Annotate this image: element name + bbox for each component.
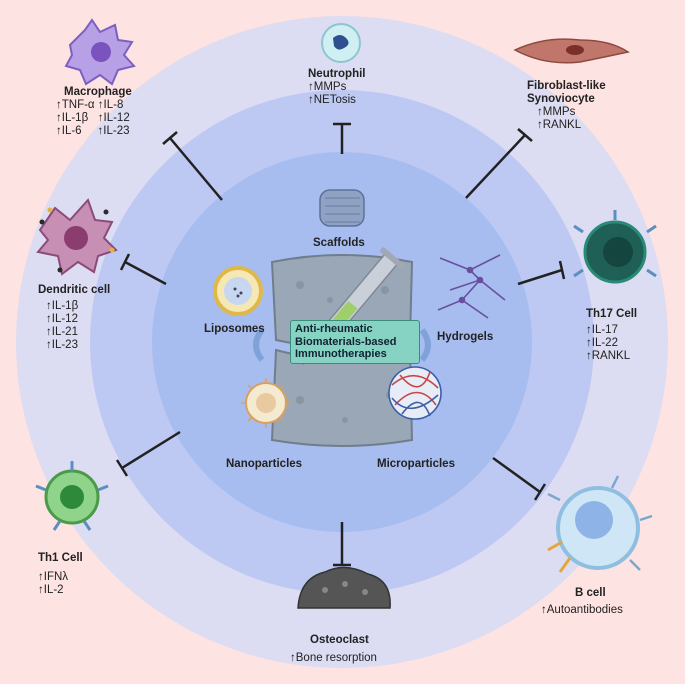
bcell-block: B cell ↑Autoantibodies [541, 587, 623, 617]
osteoclast-block: Osteoclast ↑Bone resorption [290, 634, 377, 665]
dendritic-row-3: ↑IL-21 [46, 326, 78, 338]
th17-row-1: ↑IL-17 [586, 324, 618, 336]
center-title: Anti-rheumatic Biomaterials-based Immuno… [290, 320, 420, 364]
bcell-name: B cell [575, 587, 606, 599]
th1-row-1: ↑IFNλ [38, 571, 69, 583]
th17-name: Th17 Cell [586, 308, 638, 320]
hydrogels-label: Hydrogels [437, 331, 494, 343]
fibroblast-row-1: ↑MMPs [537, 106, 576, 118]
inhibition-connectors [115, 122, 566, 567]
hydrogel-illustration [437, 254, 506, 319]
fibroblast-block: Fibroblast-like Synoviocyte ↑MMPs ↑RANKL [527, 80, 606, 132]
th1-block: Th1 Cell ↑IFNλ ↑IL-2 [38, 552, 83, 597]
th17-row-2: ↑IL-22 [586, 337, 618, 349]
macrophage-row-3: ↑IL-6 ↑IL-23 [56, 125, 130, 137]
th17-cell-icon [573, 210, 657, 284]
macrophage-row-2: ↑IL-1β ↑IL-12 [56, 112, 130, 124]
fibroblast-icon [513, 38, 630, 64]
microparticles-label: Microparticles [377, 458, 455, 470]
dendritic-row-1: ↑IL-1β [46, 300, 79, 312]
th17-block: Th17 Cell ↑IL-17 ↑IL-22 ↑RANKL [586, 308, 637, 363]
macrophage-name: Macrophage [64, 86, 132, 98]
scaffolds-label: Scaffolds [313, 237, 365, 249]
nanoparticle-illustration [241, 378, 291, 428]
osteoclast-name: Osteoclast [310, 634, 369, 646]
macrophage-icon [64, 18, 136, 86]
bcell-icon [547, 475, 653, 573]
neutrophil-icon [321, 23, 361, 63]
dendritic-row-2: ↑IL-12 [46, 313, 78, 325]
center-title-line-1: Anti-rheumatic [295, 323, 373, 335]
center-title-line-3: Immunotherapies [295, 348, 387, 360]
macrophage-row-1: ↑TNF-α ↑IL-8 [56, 99, 124, 111]
dendritic-cell-icon [36, 198, 118, 276]
dendritic-name: Dendritic cell [38, 284, 111, 296]
th1-cell-icon [35, 461, 109, 531]
fibroblast-name-line-2: Synoviocyte [527, 93, 595, 105]
neutrophil-row-2: ↑NETosis [308, 94, 356, 106]
neutrophil-block: Neutrophil ↑MMPs ↑NETosis [308, 68, 366, 107]
microparticle-illustration [388, 366, 442, 420]
th17-row-3: ↑RANKL [586, 350, 631, 362]
nanoparticles-label: Nanoparticles [226, 458, 303, 470]
neutrophil-row-1: ↑MMPs [308, 81, 347, 93]
liposomes-label: Liposomes [204, 323, 265, 335]
fibroblast-name-line-1: Fibroblast-like [527, 80, 606, 92]
fibroblast-row-2: ↑RANKL [537, 119, 582, 131]
macrophage-block: Macrophage ↑TNF-α ↑IL-8 ↑IL-1β ↑IL-12 ↑I… [56, 86, 132, 138]
osteoclast-icon [297, 566, 391, 609]
dendritic-block: Dendritic cell ↑IL-1β ↑IL-12 ↑IL-21 ↑IL-… [38, 284, 110, 352]
bcell-row-1: ↑Autoantibodies [541, 604, 623, 616]
liposome-illustration [213, 266, 263, 316]
dendritic-row-4: ↑IL-23 [46, 339, 78, 351]
osteoclast-row-1: ↑Bone resorption [290, 652, 377, 664]
center-title-line-2: Biomaterials-based [295, 335, 397, 348]
neutrophil-name: Neutrophil [308, 68, 366, 80]
th1-row-2: ↑IL-2 [38, 584, 64, 596]
th1-name: Th1 Cell [38, 552, 83, 564]
scaffold-illustration [319, 189, 365, 227]
